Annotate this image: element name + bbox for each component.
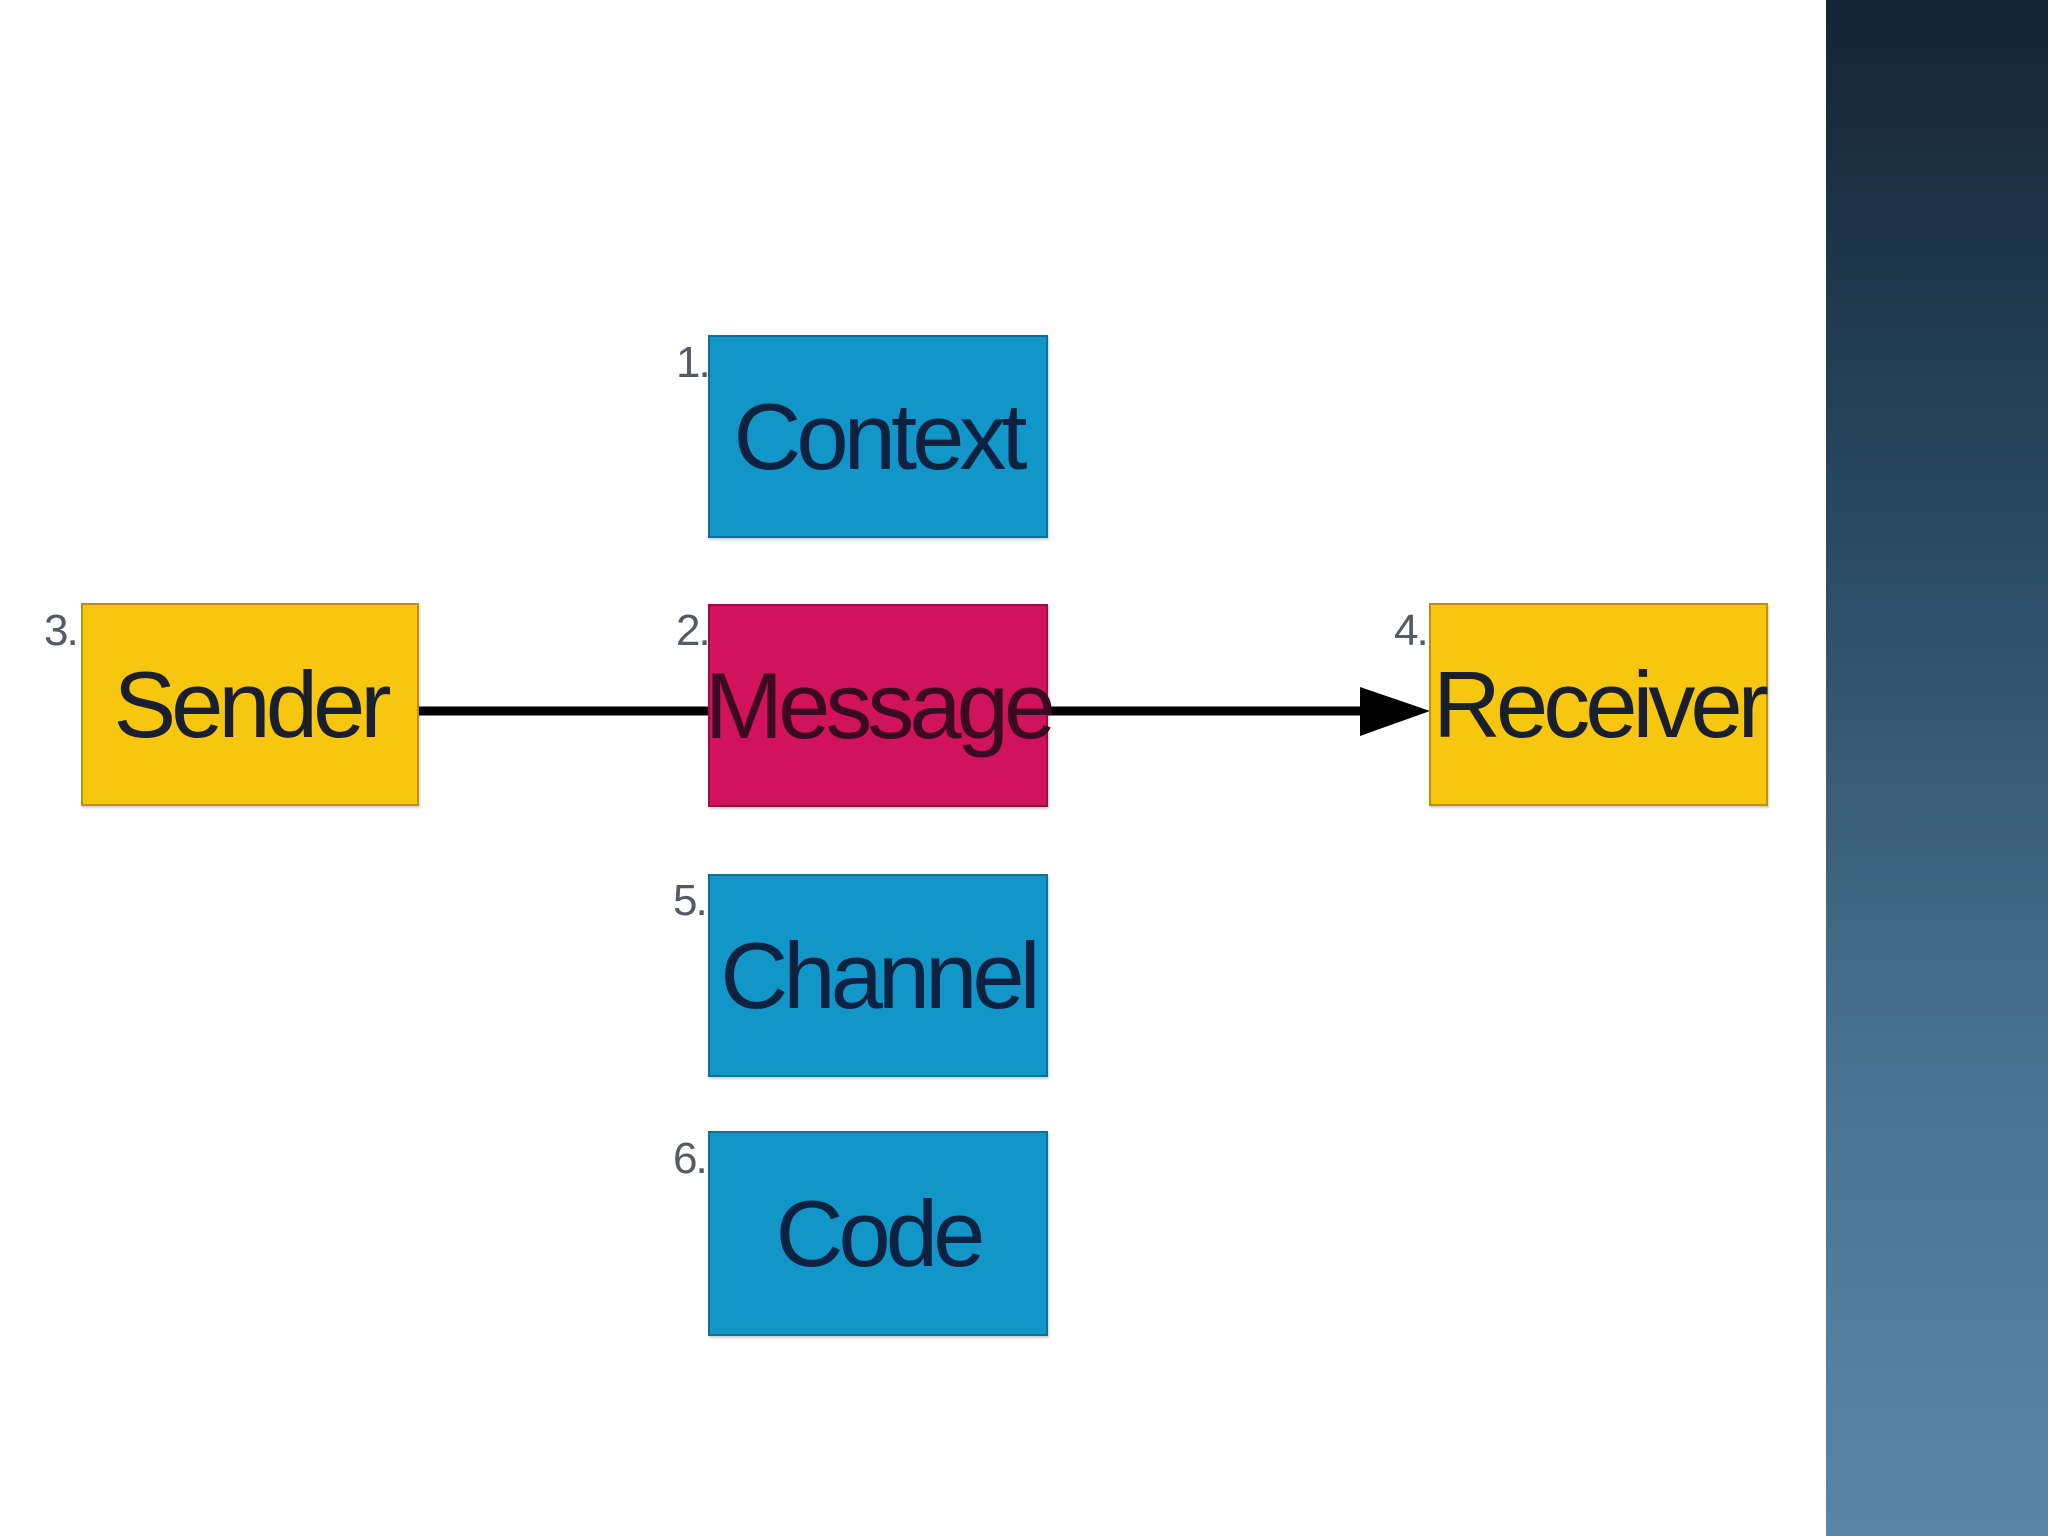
receiver-label: Receiver [1433,651,1769,757]
code-box: Code [708,1131,1048,1336]
channel-box: Channel [708,874,1048,1077]
channel-number: 5. [673,876,708,925]
sender-number: 3. [44,606,79,655]
receiver-number: 4. [1394,606,1429,655]
receiver-box: Receiver [1429,603,1769,806]
message-number: 2. [676,606,711,655]
diagram-canvas: 1. Context 2. Message 3. Sender 4. Recei… [44,335,1769,1336]
arrowhead [1360,687,1430,736]
message-label: Message [704,652,1056,758]
context-label: Context [733,383,1028,489]
context-number: 1. [676,338,711,387]
message-box: Message [704,604,1056,807]
decorative-side-panel [1826,0,2048,1536]
channel-label: Channel [720,922,1040,1028]
sender-label: Sender [113,651,391,757]
code-number: 6. [673,1134,708,1183]
sender-box: Sender [81,603,419,806]
context-box: Context [708,335,1048,538]
code-label: Code [775,1180,986,1286]
